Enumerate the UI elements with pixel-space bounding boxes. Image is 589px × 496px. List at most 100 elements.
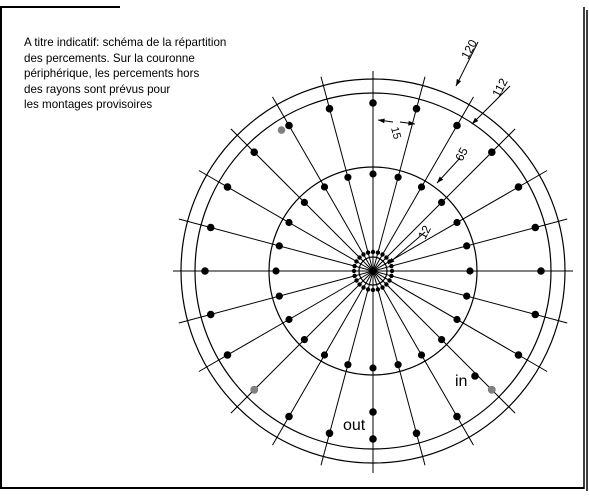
hole-inner xyxy=(351,268,357,274)
dim-middle-radius-leader-arrow xyxy=(437,176,444,183)
dim-spacing-leader-left-arrow xyxy=(378,118,385,124)
hole-middle xyxy=(275,292,283,300)
hole-inner xyxy=(365,250,371,255)
dim-inner-radius-leader xyxy=(387,231,426,265)
hole-inner xyxy=(352,273,357,279)
hole-inner xyxy=(389,263,394,269)
hole-inner xyxy=(361,252,366,257)
hole-outer xyxy=(412,104,421,113)
note-line: des percements. Sur la couronne xyxy=(24,51,195,65)
hole-outer xyxy=(514,351,523,359)
hole-middle xyxy=(394,173,402,181)
label-in: in xyxy=(455,373,467,390)
hole-outer xyxy=(250,148,258,156)
hole-in-marker xyxy=(471,372,479,380)
dim-ring-radius-leader-arrow xyxy=(472,117,479,124)
hole-outer xyxy=(223,183,232,191)
dim-inner-radius-label: 12 xyxy=(415,223,434,242)
hole-outer xyxy=(514,183,523,191)
hole-outer xyxy=(488,148,496,156)
hole-middle xyxy=(466,267,474,275)
hole-inner xyxy=(352,263,357,269)
hole-outer xyxy=(325,104,334,113)
hole-middle xyxy=(369,170,377,178)
hole-middle xyxy=(285,315,293,324)
hole-middle xyxy=(463,242,471,250)
hole-outer xyxy=(223,351,232,359)
dim-inner-radius-leader-arrow xyxy=(388,257,395,264)
hole-middle xyxy=(438,198,446,206)
hole-middle xyxy=(320,183,329,191)
hole-outer xyxy=(531,223,540,232)
hole-middle xyxy=(417,183,426,191)
hole-middle xyxy=(300,336,308,344)
label-out: out xyxy=(343,417,366,434)
hole-middle xyxy=(320,351,329,359)
hole-outer xyxy=(453,412,461,421)
hole-outer xyxy=(537,267,545,275)
hole-outer xyxy=(201,267,209,275)
hole-middle xyxy=(272,267,280,275)
note-line: A titre indicatif: schéma de la répartit… xyxy=(24,36,227,49)
hole-inner xyxy=(380,252,385,257)
hole-middle xyxy=(417,351,426,359)
hole-provisional xyxy=(250,386,258,394)
dim-outer-radius-leader xyxy=(455,41,479,87)
hole-inner xyxy=(375,287,381,292)
hole-outer xyxy=(412,429,421,438)
hole-inner xyxy=(365,287,371,292)
hole-inner xyxy=(354,259,359,264)
hole-outer xyxy=(206,223,215,232)
hole-inner xyxy=(380,285,385,290)
hole-inner xyxy=(357,282,362,287)
hole-out-marker xyxy=(369,408,377,416)
note-line: les montages provisoires xyxy=(24,98,153,111)
hole-middle xyxy=(438,336,446,344)
hole-inner xyxy=(354,278,359,283)
dim-outer-radius-leader-arrow xyxy=(456,79,462,86)
hole-provisional xyxy=(277,126,286,134)
dim-outer-radius-label: 120 xyxy=(458,37,480,62)
hole-outer xyxy=(206,310,215,319)
hole-outer xyxy=(285,412,293,421)
hole-inner xyxy=(361,285,366,290)
note-line: des rayons sont prévus pour xyxy=(24,82,171,96)
note-line: périphérique, les percements hors xyxy=(24,67,200,80)
hole-inner xyxy=(375,250,381,255)
center-hole xyxy=(370,268,376,274)
hole-outer xyxy=(369,435,377,443)
dim-ring-radius-label: 112 xyxy=(489,76,510,100)
hole-middle xyxy=(344,173,352,181)
hole-middle xyxy=(344,361,352,369)
hole-inner xyxy=(370,249,376,255)
dim-spacing-label: 15 xyxy=(388,126,403,141)
hole-provisional xyxy=(488,386,496,394)
hole-outer xyxy=(453,121,461,130)
hole-inner xyxy=(389,273,394,279)
hole-middle xyxy=(285,218,293,227)
hole-outer xyxy=(369,99,377,107)
diagram-geometry xyxy=(173,41,573,473)
hole-middle xyxy=(369,364,377,372)
dim-middle-radius-label: 65 xyxy=(452,145,471,164)
hole-inner xyxy=(384,282,389,287)
hole-middle xyxy=(453,315,461,324)
hole-inner xyxy=(357,255,362,260)
hole-middle xyxy=(463,292,471,300)
hole-middle xyxy=(300,198,308,206)
hole-middle xyxy=(453,218,461,227)
hole-inner xyxy=(389,268,395,274)
hole-outer xyxy=(285,121,293,130)
dim-ring-radius-leader xyxy=(471,85,511,125)
hole-middle xyxy=(394,361,402,369)
hole-inner xyxy=(370,287,376,293)
hole-outer xyxy=(325,429,334,438)
explanatory-note: A titre indicatif: schéma de la répartit… xyxy=(24,35,226,113)
hole-inner xyxy=(387,278,392,283)
hole-inner xyxy=(384,255,389,260)
dim-spacing-leader-right-arrow xyxy=(408,120,415,126)
hole-outer xyxy=(531,310,540,319)
hole-middle xyxy=(275,242,283,250)
